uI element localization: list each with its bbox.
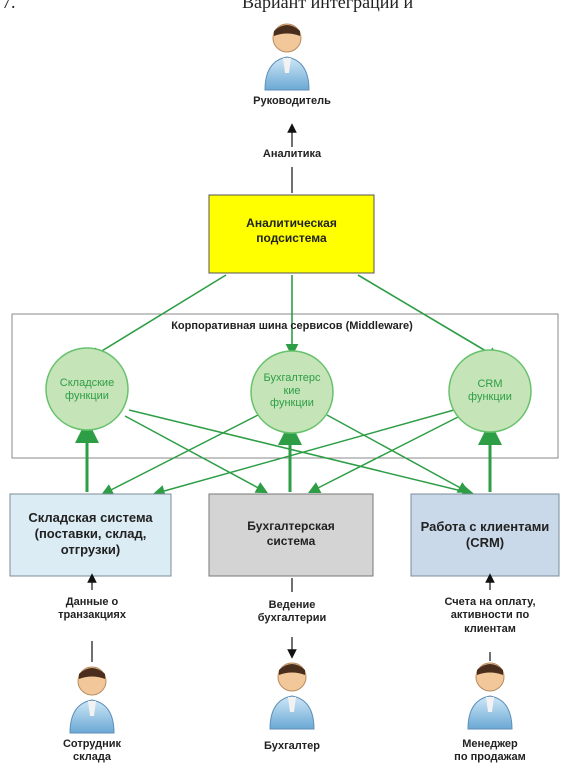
crm-functions-to-accounting-system-arrow (307, 415, 461, 494)
warehouse-system-box (9, 493, 172, 577)
analytics-to-warehouse-functions-arrow (87, 274, 227, 360)
crm-functions-label: CRM функции (468, 378, 512, 403)
accounting-functions-to-warehouse-system-arrow (100, 414, 259, 496)
invoices-flow-label: Счета на оплату, активности по клиентам (444, 596, 536, 635)
header-left-fragment: 7. (2, 0, 16, 12)
warehouse-employee-person-icon (69, 666, 115, 734)
accounting-system-label: Бухгалтерская система (247, 519, 335, 548)
manager-label: Руководитель (253, 95, 331, 107)
accountant-person-icon (269, 662, 315, 730)
warehouse-system-label: Складская система (поставки, склад, отгр… (28, 510, 153, 557)
manager-person-icon (264, 23, 310, 91)
page-header-partial: 7. Вариант интеграции и (0, 0, 570, 14)
warehouse-functions-circle (45, 347, 129, 431)
crm-functions-to-warehouse-system-arrow (152, 409, 455, 497)
analytics-to-crm-functions-arrow (357, 274, 501, 360)
crm-functions-circle (448, 349, 532, 433)
accounting-functions-to-crm-system-arrow (326, 414, 470, 494)
crm-system-box (410, 493, 560, 577)
warehouse-functions-to-accounting-system-arrow (124, 415, 268, 494)
accounting-system-box (208, 493, 374, 577)
accounting-functions-circle (250, 350, 334, 434)
sales-manager-person-icon (467, 662, 513, 730)
crm-system-label: Работа с клиентами (CRM) (420, 519, 550, 550)
analytics-flow-label: Аналитика (262, 148, 322, 160)
analytics-subsystem-box (208, 194, 375, 274)
accounting-functions-label: Бухгалтерс кие функции (263, 372, 321, 410)
sales-manager-label: Менеджер по продажам (454, 738, 526, 764)
warehouse-employee-label: Сотрудник склада (62, 738, 122, 764)
middleware-title: Корпоративная шина сервисов (Middleware) (171, 320, 413, 332)
header-right-fragment: Вариант интеграции и (242, 0, 414, 12)
analytics-subsystem-label: Аналитическая подсистема (246, 216, 337, 245)
warehouse-functions-to-crm-system-arrow (128, 409, 475, 498)
bookkeeping-flow-label: Ведение бухгалтерии (257, 599, 327, 625)
accountant-label: Бухгалтер (263, 740, 321, 752)
warehouse-functions-label: Складские функции (59, 377, 115, 402)
transactions-flow-label: Данные о транзакциях (58, 596, 126, 622)
